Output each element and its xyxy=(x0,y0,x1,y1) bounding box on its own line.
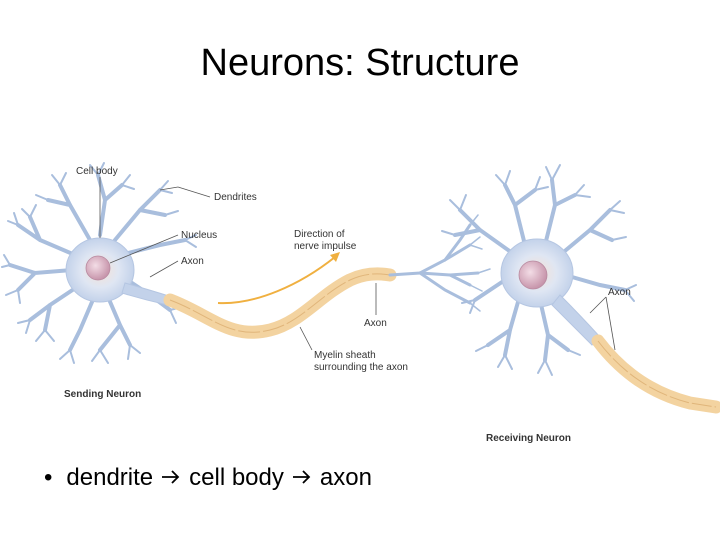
receiving-dendrite-twigs xyxy=(441,164,637,376)
impulse-arrow xyxy=(217,256,336,305)
axon-terminal-twigs xyxy=(469,214,491,312)
label-myelin-1: Myelin sheath xyxy=(314,350,376,361)
impulse-arrowhead xyxy=(330,252,340,262)
bullet-part-cell-body: cell body xyxy=(189,464,284,491)
right-arrow-icon xyxy=(161,464,181,492)
label-axon-left: Axon xyxy=(181,256,204,267)
receiving-nucleus xyxy=(518,260,548,290)
label-myelin-2: surrounding the axon xyxy=(314,362,408,373)
receiving-myelin-outline xyxy=(597,340,717,408)
receiving-dendrites xyxy=(453,178,627,362)
receiving-myelin xyxy=(591,334,720,414)
label-sending-neuron: Sending Neuron xyxy=(64,389,141,400)
leader-lines xyxy=(99,177,616,351)
label-direction-2: nerve impulse xyxy=(294,241,357,252)
bullet-dot: • xyxy=(44,464,53,491)
axon-terminals xyxy=(388,223,480,305)
slide-title: Neurons: Structure xyxy=(200,42,520,84)
receiving-axon-hillock xyxy=(551,294,601,346)
myelin-sheath xyxy=(163,267,397,339)
label-axon-middle: Axon xyxy=(364,318,387,329)
label-cell-body: Cell body xyxy=(76,166,118,177)
sending-dendrite-twigs xyxy=(1,162,197,364)
label-nucleus: Nucleus xyxy=(181,230,217,241)
label-receiving-neuron: Receiving Neuron xyxy=(486,433,571,444)
right-arrow-icon xyxy=(292,464,312,492)
bullet-item: • dendrite cell body axon xyxy=(44,464,372,492)
label-dendrites: Dendrites xyxy=(214,192,257,203)
bullet-part-axon: axon xyxy=(319,464,372,491)
myelin-sheath-outline xyxy=(169,273,391,333)
label-axon-right: Axon xyxy=(608,287,631,298)
neuron-diagram: Cell body Dendrites Nucleus Axon Directi… xyxy=(1,162,720,444)
label-direction-1: Direction of xyxy=(294,229,345,240)
bullet-part-dendrite: dendrite xyxy=(66,464,154,491)
sending-nucleus xyxy=(85,255,111,281)
